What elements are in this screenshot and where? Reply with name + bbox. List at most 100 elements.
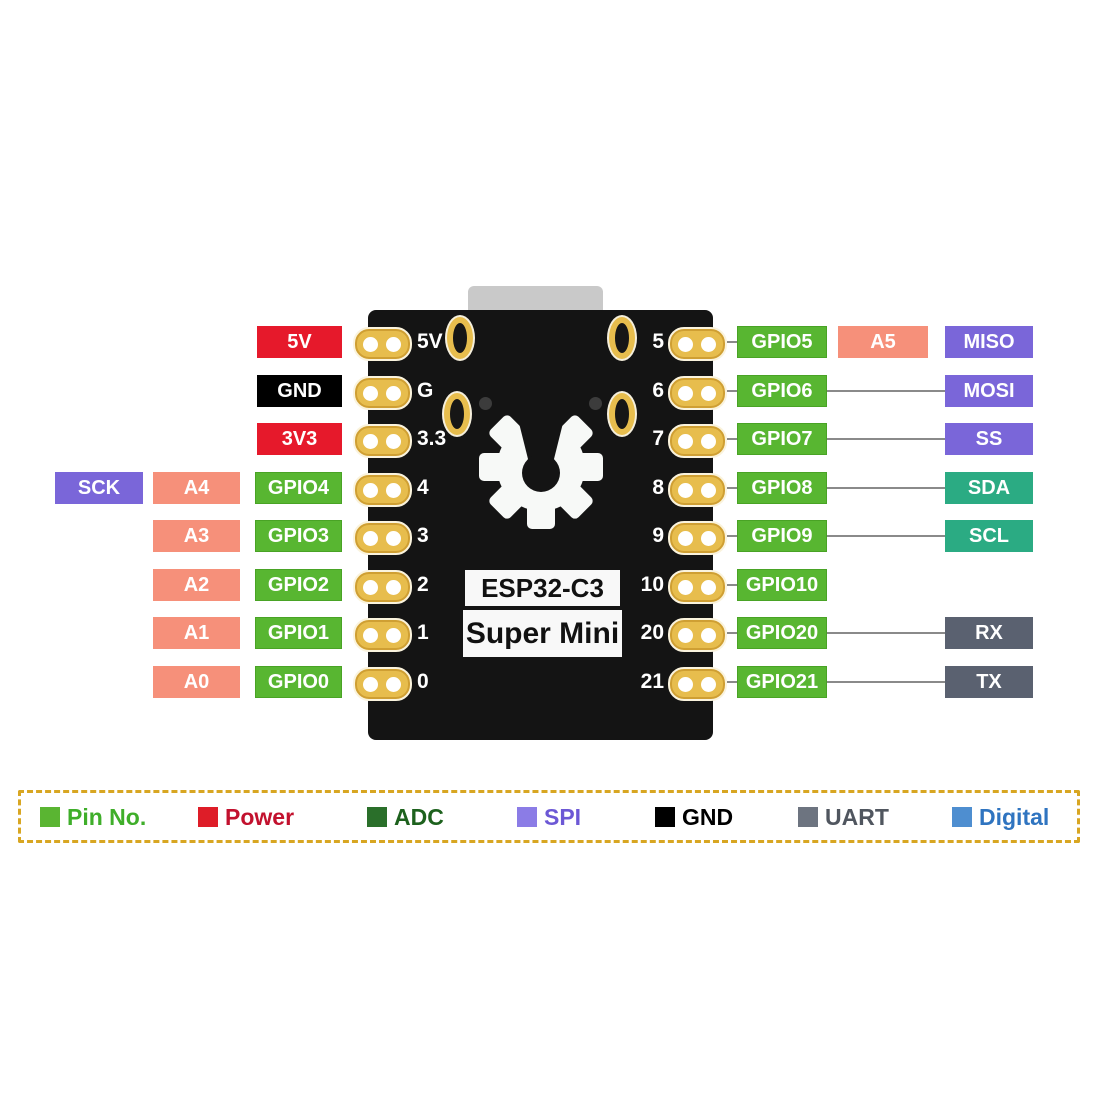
solder-pad <box>668 473 727 507</box>
adc-label: A0 <box>153 666 240 698</box>
connector-line <box>827 438 945 440</box>
legend-item-adc: ADC <box>367 802 444 832</box>
pin-row-left-gnd: GND G <box>0 375 1100 410</box>
pin-row-right-gpio8: 8 GPIO8 SDA <box>0 472 1100 507</box>
gpio-label: GPIO7 <box>737 423 827 455</box>
pin-row-left-3v3: 3V3 3.3 <box>0 423 1100 458</box>
castellated-pad-icon <box>444 393 470 435</box>
pin-row-left-gpio2: A2 GPIO2 2 <box>0 569 1100 604</box>
pin-silkscreen-label: 6 <box>652 379 664 402</box>
connector-line <box>727 341 737 343</box>
legend-swatch-icon <box>655 807 675 827</box>
pin-row-right-gpio21: 21 GPIO21 TX <box>0 666 1100 701</box>
legend-item-spi: SPI <box>517 802 581 832</box>
legend-swatch-icon <box>798 807 818 827</box>
legend-swatch-icon <box>40 807 60 827</box>
board-dot-icon <box>479 397 492 410</box>
connector-line <box>827 632 945 634</box>
legend-item-digital: Digital <box>952 802 1049 832</box>
legend-swatch-icon <box>367 807 387 827</box>
board-title: ESP32-C3 <box>465 570 620 606</box>
board-dot-icon <box>589 397 602 410</box>
legend-item-power: Power <box>198 802 294 832</box>
connector-line <box>727 390 737 392</box>
solder-pad <box>668 424 727 458</box>
spi-label: MOSI <box>945 375 1033 407</box>
uart-label: TX <box>945 666 1033 698</box>
gpio-label: GPIO9 <box>737 520 827 552</box>
adc-label: A1 <box>153 617 240 649</box>
solder-pad <box>668 618 727 652</box>
pin-silkscreen-label: 0 <box>417 670 429 693</box>
pin-silkscreen-label: 5V <box>417 330 443 353</box>
adc-label: A2 <box>153 569 240 601</box>
legend-label: Power <box>225 803 295 830</box>
pin-row-right-gpio7: 7 GPIO7 SS <box>0 423 1100 458</box>
legend-item-gnd: GND <box>655 802 733 832</box>
solder-pad <box>353 473 412 507</box>
solder-pad <box>668 521 727 555</box>
gpio-label: GPIO2 <box>255 569 342 601</box>
connector-line <box>727 438 737 440</box>
connector-line <box>727 584 737 586</box>
pin-silkscreen-label: 5 <box>652 330 664 353</box>
pin-row-left-gpio1: A1 GPIO1 1 <box>0 617 1100 652</box>
legend-swatch-icon <box>517 807 537 827</box>
solder-pad <box>353 521 412 555</box>
pin-row-right-gpio10: 10 GPIO10 <box>0 569 1100 604</box>
connector-line <box>727 535 737 537</box>
legend-label: Pin No. <box>67 803 147 830</box>
solder-pad <box>668 327 727 361</box>
pin-row-right-gpio9: 9 GPIO9 SCL <box>0 520 1100 555</box>
connector-line <box>727 487 737 489</box>
uart-label: RX <box>945 617 1033 649</box>
legend-label: GND <box>682 803 734 830</box>
pin-row-right-gpio6: 6 GPIO6 MOSI <box>0 375 1100 410</box>
legend-item-pin-no: Pin No. <box>40 802 146 832</box>
solder-pad <box>353 327 412 361</box>
gpio-label: GPIO20 <box>737 617 827 649</box>
pin-row-left-5v: 5V 5V <box>0 326 1100 361</box>
legend-swatch-icon <box>198 807 218 827</box>
pin-silkscreen-label: 10 <box>640 573 664 596</box>
power-label: 5V <box>257 326 342 358</box>
power-label: 3V3 <box>257 423 342 455</box>
pin-silkscreen-label: 4 <box>417 476 429 499</box>
adc-label: A5 <box>838 326 928 358</box>
solder-pad <box>353 667 412 701</box>
spi-label: SS <box>945 423 1033 455</box>
connector-line <box>727 632 737 634</box>
solder-pad <box>353 376 412 410</box>
solder-pad <box>668 376 727 410</box>
pin-silkscreen-label: 1 <box>417 621 429 644</box>
i2c-label: SCL <box>945 520 1033 552</box>
gpio-label: GPIO8 <box>737 472 827 504</box>
legend-label: SPI <box>544 803 582 830</box>
pin-row-left-gpio3: A3 GPIO3 3 <box>0 520 1100 555</box>
pin-silkscreen-label: G <box>417 379 434 402</box>
gpio-label: GPIO4 <box>255 472 342 504</box>
castellated-pad-icon <box>609 317 635 359</box>
spi-label: SCK <box>55 472 143 504</box>
gpio-label: GPIO21 <box>737 666 827 698</box>
adc-label: A3 <box>153 520 240 552</box>
pin-row-right-gpio20: 20 GPIO20 RX <box>0 617 1100 652</box>
connector-line <box>827 487 945 489</box>
pin-silkscreen-label: 8 <box>652 476 664 499</box>
castellated-pad-icon <box>447 317 473 359</box>
legend-label: UART <box>825 803 889 830</box>
gpio-label: GPIO6 <box>737 375 827 407</box>
pin-row-right-gpio5: 5 GPIO5 A5 MISO <box>0 326 1100 361</box>
legend-label: Digital <box>979 803 1050 830</box>
board-subtitle: Super Mini <box>463 610 622 657</box>
pin-silkscreen-label: 2 <box>417 573 429 596</box>
pin-silkscreen-label: 9 <box>652 524 664 547</box>
pin-silkscreen-label: 21 <box>640 670 664 693</box>
gpio-label: GPIO5 <box>737 326 827 358</box>
solder-pad <box>353 424 412 458</box>
pin-silkscreen-label: 20 <box>640 621 664 644</box>
pin-silkscreen-label: 7 <box>652 427 664 450</box>
solder-pad <box>353 570 412 604</box>
connector-line <box>827 390 945 392</box>
